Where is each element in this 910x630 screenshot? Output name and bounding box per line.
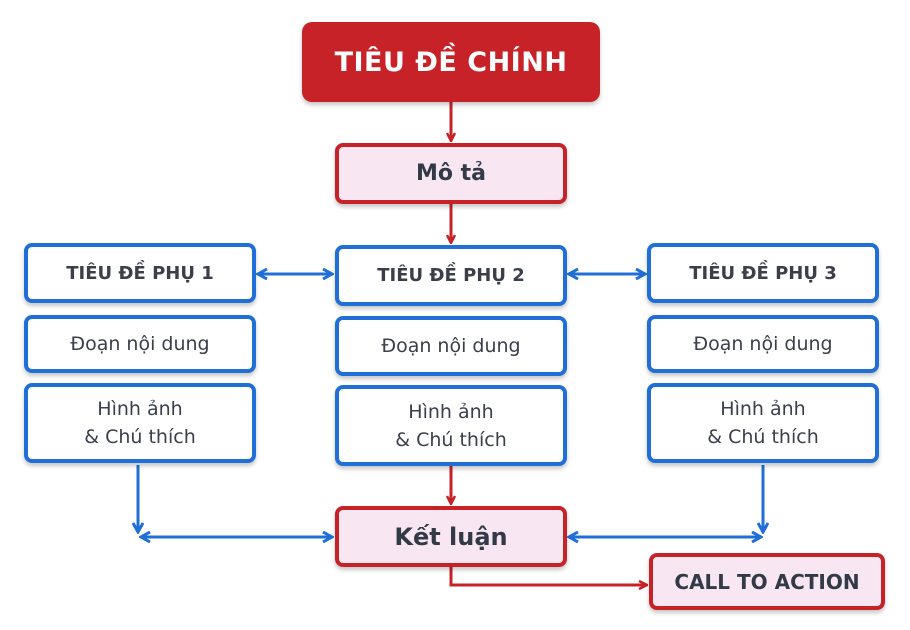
image-caption-3-line2: & Chú thích [707, 426, 819, 448]
subtitle-2-text: TIÊU ĐỀ PHỤ 2 [377, 265, 525, 286]
main-title-text: TIÊU ĐỀ CHÍNH [334, 46, 568, 78]
description-box: Mô tả [335, 143, 567, 204]
image-caption-1-box: Hình ảnh & Chú thích [24, 383, 256, 463]
paragraph-2-box: Đoạn nội dung [335, 316, 567, 376]
image-caption-1-line1: Hình ảnh [97, 398, 183, 420]
paragraph-2-text: Đoạn nội dung [381, 335, 521, 357]
arrow-conclusion-to-cta [449, 567, 646, 585]
subtitle-1-box: TIÊU ĐỀ PHỤ 1 [24, 243, 256, 303]
image-caption-3-box: Hình ảnh & Chú thích [647, 383, 879, 463]
call-to-action-text: CALL TO ACTION [674, 569, 860, 594]
image-caption-2-line1: Hình ảnh [408, 400, 494, 423]
conclusion-text: Kết luận [394, 522, 508, 551]
subtitle-1-text: TIÊU ĐỀ PHỤ 1 [66, 262, 214, 284]
image-caption-2-line2: & Chú thích [395, 428, 507, 451]
main-title-box: TIÊU ĐỀ CHÍNH [302, 22, 600, 102]
conclusion-box: Kết luận [335, 506, 567, 567]
call-to-action-box: CALL TO ACTION [649, 553, 885, 610]
paragraph-3-text: Đoạn nội dung [693, 333, 833, 355]
image-caption-1-line2: & Chú thích [84, 426, 196, 448]
subtitle-3-box: TIÊU ĐỀ PHỤ 3 [647, 243, 879, 303]
paragraph-1-box: Đoạn nội dung [24, 315, 256, 373]
subtitle-3-text: TIÊU ĐỀ PHỤ 3 [689, 262, 837, 284]
subtitle-2-box: TIÊU ĐỀ PHỤ 2 [335, 245, 567, 306]
paragraph-3-box: Đoạn nội dung [647, 315, 879, 373]
image-caption-3-line1: Hình ảnh [720, 398, 806, 420]
image-caption-2-box: Hình ảnh & Chú thích [335, 385, 567, 466]
paragraph-1-text: Đoạn nội dung [70, 333, 210, 355]
description-text: Mô tả [415, 161, 487, 186]
